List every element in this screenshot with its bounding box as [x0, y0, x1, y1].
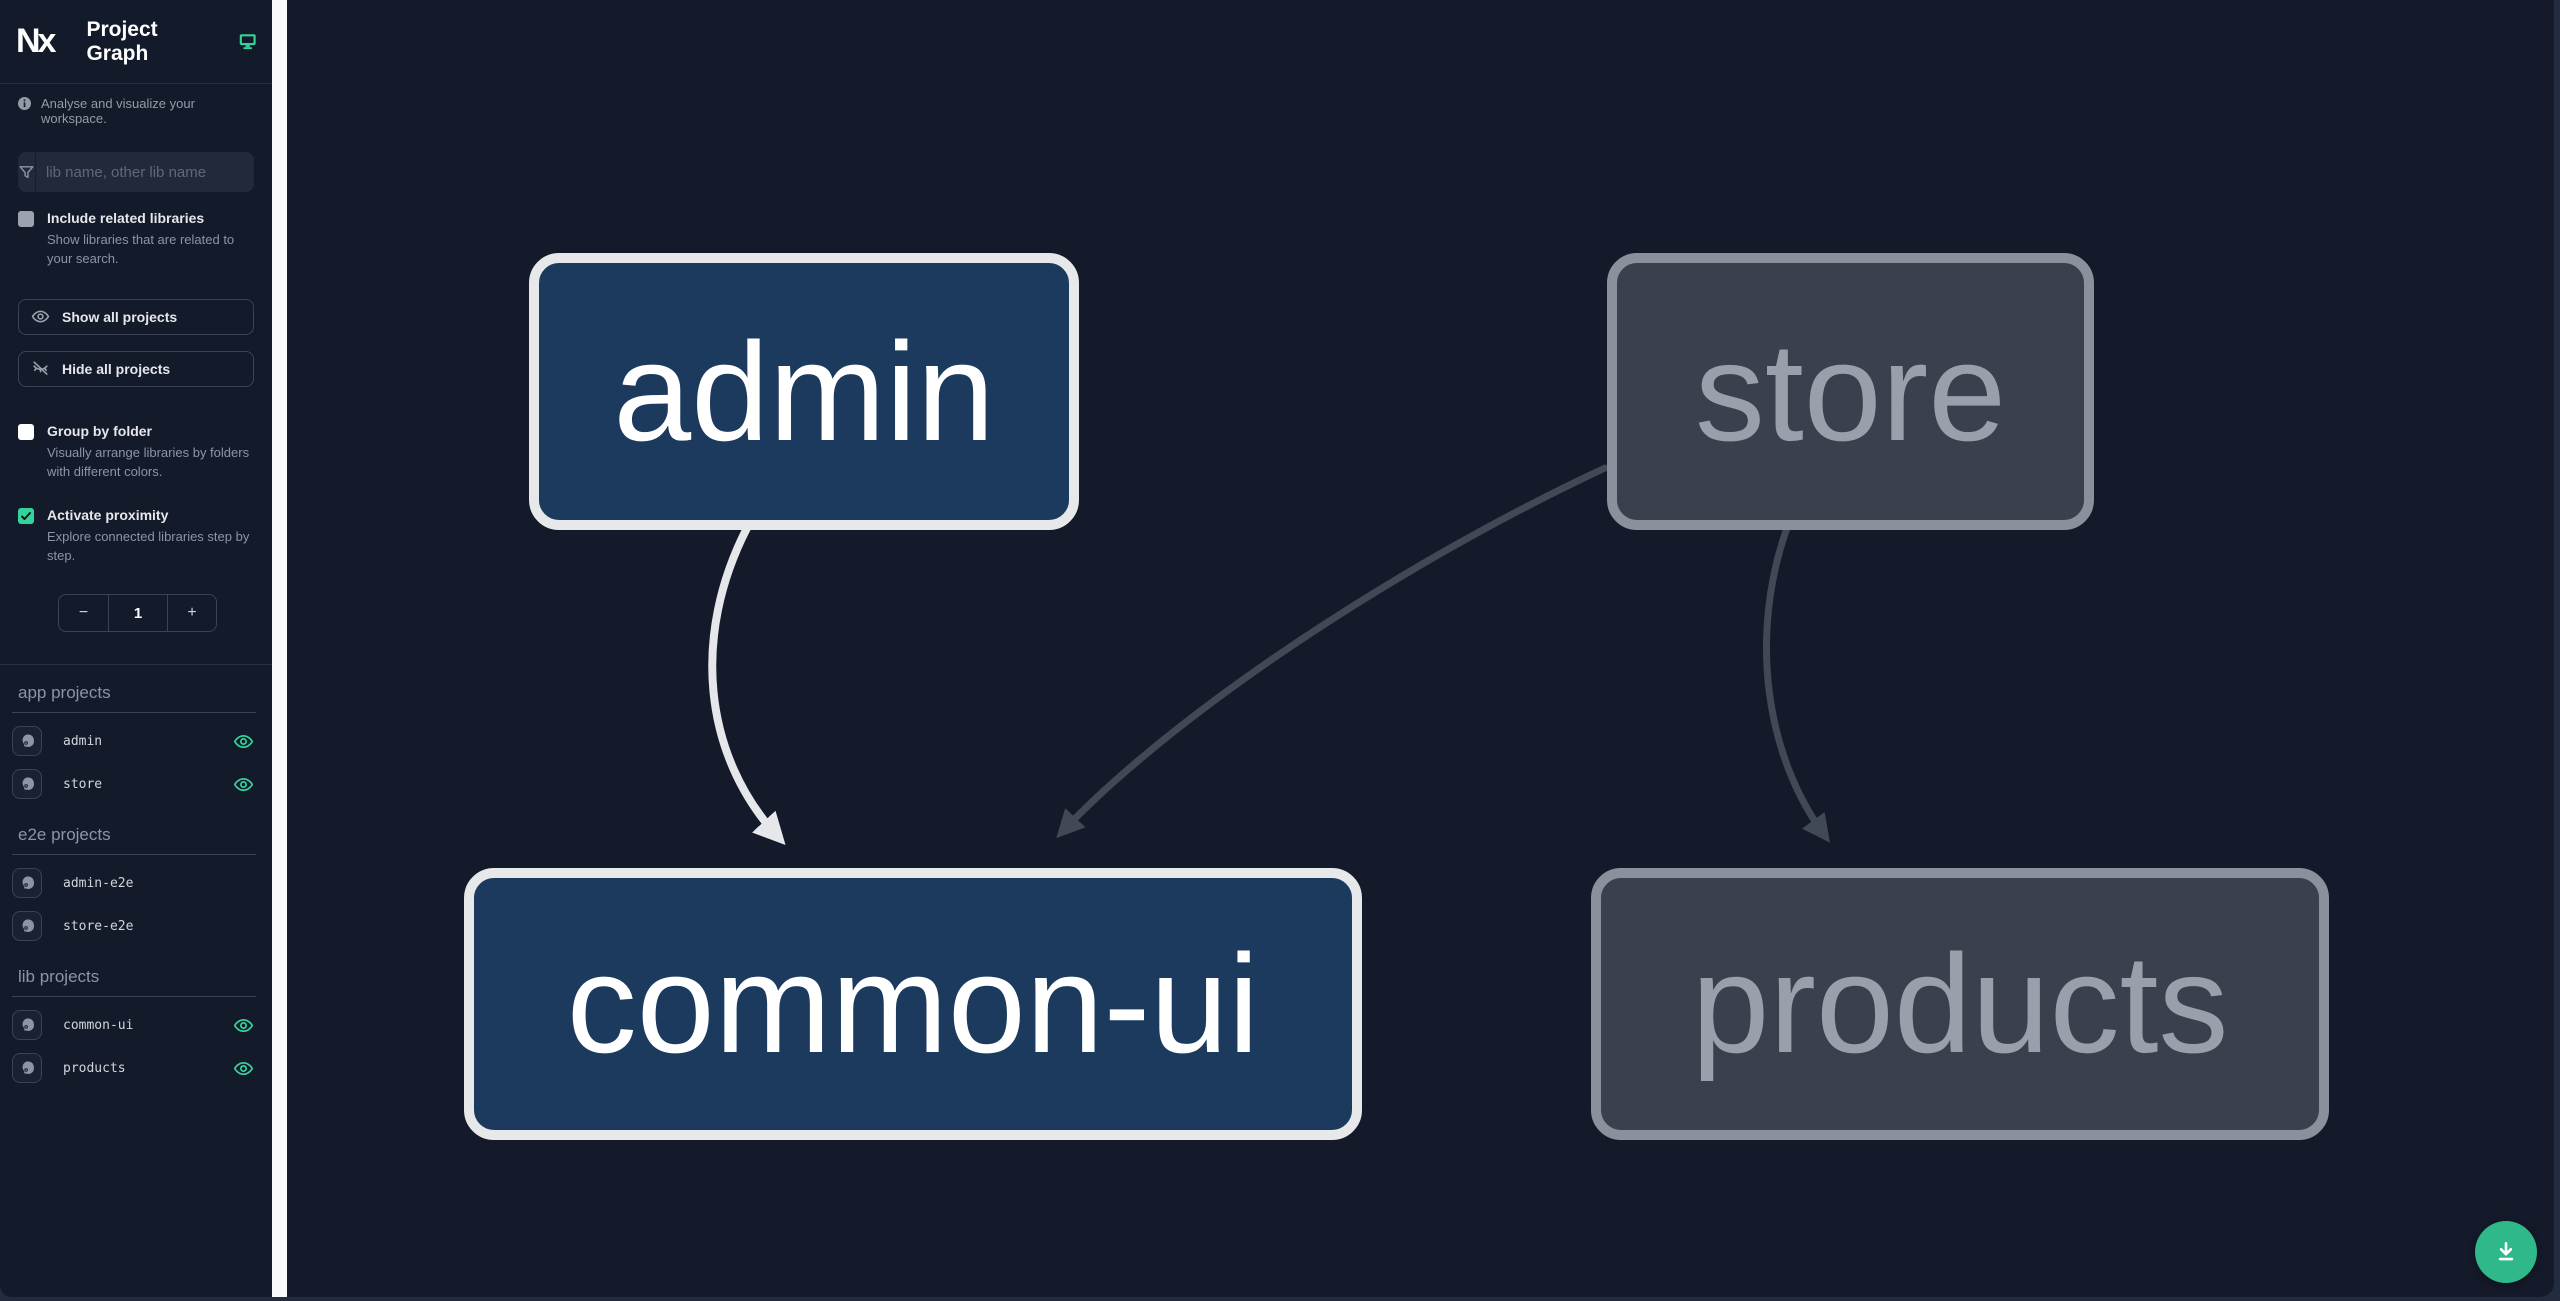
- option-include-related[interactable]: Include related libraries Show libraries…: [18, 210, 254, 269]
- project-visible-eye-icon[interactable]: [233, 774, 254, 795]
- filter-search: [18, 152, 254, 192]
- graph-canvas[interactable]: admin store common-ui products: [287, 0, 2554, 1297]
- focus-project-button[interactable]: [12, 911, 42, 942]
- focus-project-icon: [22, 733, 34, 747]
- option-label: Activate proximity: [47, 507, 169, 524]
- project-visible-eye-icon[interactable]: [233, 1058, 254, 1079]
- focus-project-button[interactable]: [12, 1010, 42, 1041]
- checkbox-include-related[interactable]: [18, 211, 34, 227]
- sidebar-separator: [0, 664, 272, 666]
- proximity-depth-value: 1: [108, 595, 168, 632]
- download-graph-button[interactable]: [2475, 1221, 2537, 1283]
- graph-node-common-ui[interactable]: common-ui: [464, 868, 1362, 1140]
- search-input[interactable]: [36, 152, 254, 192]
- download-icon: [2498, 1242, 2514, 1261]
- graph-node-products[interactable]: products: [1591, 868, 2329, 1140]
- decrement-button[interactable]: −: [59, 595, 108, 631]
- nx-logo: Nx: [16, 22, 60, 62]
- sidebar: Nx Project Graph Analyse and visualize y…: [0, 0, 272, 1297]
- hide-all-projects-label: Hide all projects: [62, 360, 171, 377]
- project-group-title: e2e projects: [12, 825, 256, 856]
- list-item: store: [12, 769, 256, 800]
- eye-off-icon: [33, 361, 48, 376]
- nx-logo-text: Nx: [16, 22, 57, 60]
- project-visible-eye-icon[interactable]: [233, 1015, 254, 1036]
- list-item: store-e2e: [12, 911, 256, 942]
- workspace-intro-text: Analyse and visualize your workspace.: [41, 96, 195, 126]
- option-description: Show libraries that are related to your …: [47, 232, 235, 266]
- project-name: admin-e2e: [63, 875, 134, 891]
- project-visible-eye-icon[interactable]: [233, 731, 254, 752]
- option-description: Visually arrange libraries by folders wi…: [47, 444, 250, 479]
- edge-store-to-products: [1762, 524, 1830, 843]
- option-label: Group by folder: [47, 422, 152, 439]
- list-item: admin: [12, 726, 256, 757]
- focus-project-button[interactable]: [12, 769, 42, 800]
- edge-store-to-common-ui: [1056, 464, 1609, 839]
- graph-node-admin[interactable]: admin: [529, 253, 1079, 530]
- option-description: Explore connected libraries step by step…: [47, 529, 250, 564]
- dependency-edges: [708, 464, 1830, 846]
- project-name: products: [63, 1060, 126, 1076]
- page-title: Project Graph: [86, 17, 158, 65]
- sidebar-header: Nx Project Graph: [0, 0, 272, 84]
- checkmark-icon: [21, 512, 31, 521]
- project-name: common-ui: [63, 1017, 134, 1033]
- eye-icon: [31, 310, 50, 323]
- info-icon: [18, 97, 31, 110]
- focus-project-icon: [22, 776, 34, 790]
- project-name: admin: [63, 733, 103, 749]
- increment-button[interactable]: +: [168, 595, 216, 631]
- hide-all-projects-button[interactable]: Hide all projects: [18, 350, 254, 387]
- project-lists: app projects admin: [0, 665, 272, 1084]
- list-item: products: [12, 1053, 256, 1084]
- edge-admin-to-common-ui: [708, 524, 786, 846]
- focus-project-icon: [22, 1017, 34, 1031]
- option-label: Include related libraries: [47, 210, 205, 226]
- sidebar-canvas-divider: [272, 0, 287, 1297]
- graph-node-store[interactable]: store: [1607, 253, 2094, 530]
- focus-project-button[interactable]: [12, 726, 42, 757]
- list-item: admin-e2e: [12, 868, 256, 899]
- focus-project-icon: [22, 1060, 34, 1074]
- focus-project-icon: [22, 875, 34, 889]
- option-activate-proximity[interactable]: Activate proximity Explore connected lib…: [18, 507, 254, 566]
- project-name: store: [63, 776, 103, 792]
- funnel-icon: [18, 152, 36, 192]
- monitor-icon: [239, 34, 256, 50]
- project-name: store-e2e: [63, 918, 134, 934]
- list-item: common-ui: [12, 1010, 256, 1041]
- focus-project-button[interactable]: [12, 868, 42, 899]
- option-group-by-folder[interactable]: Group by folder Visually arrange librari…: [18, 423, 254, 482]
- show-all-projects-label: Show all projects: [62, 308, 178, 325]
- project-group-title: lib projects: [12, 967, 256, 998]
- project-group-title: app projects: [12, 683, 256, 714]
- checkbox-group-by-folder[interactable]: [18, 423, 34, 440]
- show-all-projects-button[interactable]: Show all projects: [18, 298, 254, 335]
- workspace-intro: Analyse and visualize your workspace.: [18, 96, 256, 126]
- checkbox-activate-proximity[interactable]: [18, 508, 34, 525]
- focus-project-icon: [22, 918, 34, 932]
- proximity-depth-stepper: − 1 +: [58, 594, 217, 633]
- focus-project-button[interactable]: [12, 1053, 42, 1084]
